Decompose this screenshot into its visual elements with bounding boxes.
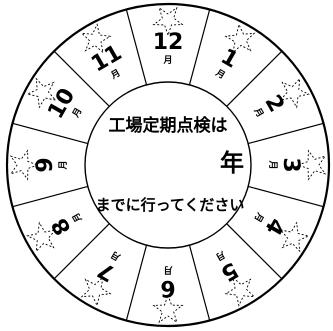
- month-label-6: 6月: [160, 264, 175, 300]
- deadline-text: までに行ってください: [96, 196, 245, 214]
- star-marker: [296, 149, 327, 181]
- month-unit: 月: [214, 248, 228, 263]
- inner-circle: [84, 81, 252, 249]
- star-marker: [224, 23, 256, 54]
- segment-divider: [248, 185, 324, 208]
- month-number: 3: [278, 157, 303, 172]
- month-unit: 月: [163, 264, 173, 275]
- month-unit: 月: [162, 55, 172, 66]
- star-marker: [26, 221, 57, 253]
- month-unit: 月: [251, 210, 266, 224]
- star-marker: [80, 276, 112, 307]
- segment-divider: [248, 122, 324, 145]
- month-unit: 月: [70, 211, 85, 225]
- segment-divider: [125, 245, 148, 321]
- month-number: 9: [33, 157, 58, 172]
- segment-dividers: [12, 9, 324, 321]
- month-number: 12: [153, 30, 184, 55]
- star-marker: [9, 149, 40, 181]
- star-marker: [80, 23, 112, 54]
- month-label-3: 3月: [267, 157, 303, 172]
- year-label: 年: [220, 149, 244, 177]
- month-unit: 月: [70, 106, 85, 120]
- segment-divider: [226, 50, 283, 107]
- segment-divider: [188, 9, 211, 85]
- segment-divider: [53, 50, 110, 107]
- month-unit: 月: [213, 67, 227, 82]
- month-unit: 月: [108, 67, 122, 82]
- inspection-title: 工場定期点検は: [109, 115, 228, 136]
- month-unit: 月: [109, 248, 123, 263]
- segment-divider: [53, 223, 110, 280]
- month-unit: 月: [251, 105, 266, 119]
- segment-divider: [188, 245, 211, 321]
- star-marker: [152, 6, 184, 37]
- star-markers: [9, 6, 327, 324]
- star-marker: [279, 77, 310, 109]
- segment-divider: [12, 185, 88, 208]
- star-marker: [224, 276, 256, 307]
- star-marker: [279, 221, 310, 253]
- month-unit: 月: [267, 159, 278, 169]
- segment-divider: [226, 223, 283, 280]
- month-label-12: 12月: [153, 30, 184, 66]
- month-number: 6: [160, 275, 175, 300]
- segment-divider: [12, 122, 88, 145]
- month-unit: 月: [58, 160, 69, 170]
- star-marker: [152, 293, 184, 324]
- segment-divider: [125, 9, 148, 85]
- star-marker: [26, 77, 57, 109]
